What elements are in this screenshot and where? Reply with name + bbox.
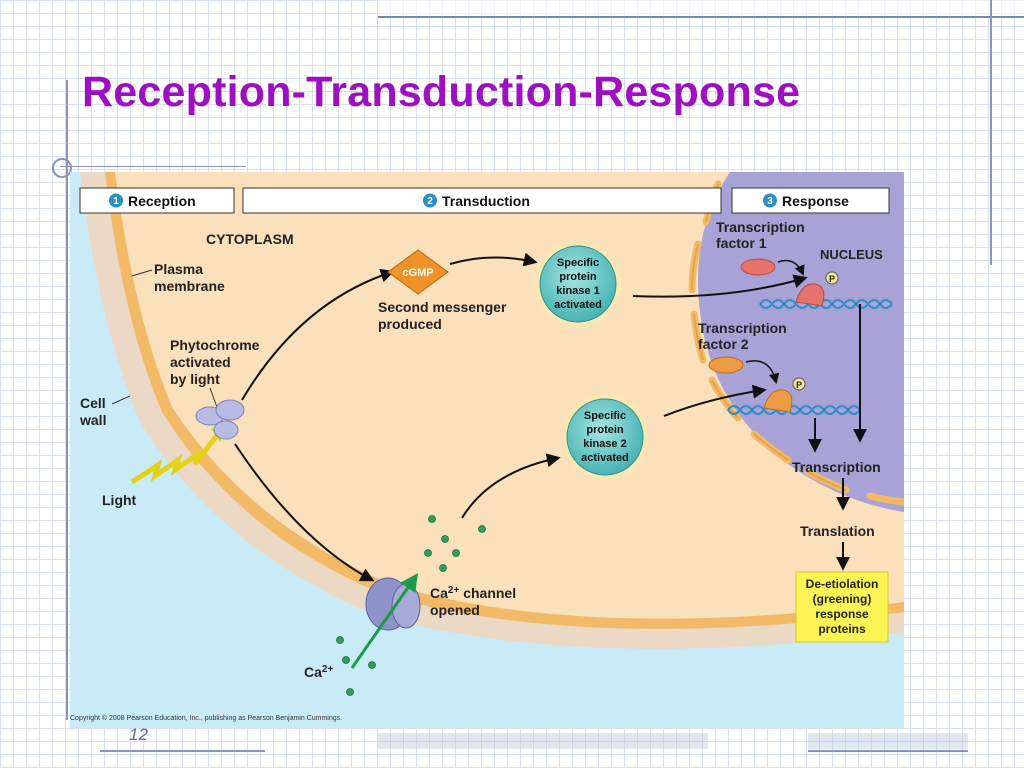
plasma-membrane-label-2: membrane bbox=[154, 278, 225, 294]
ca-channel bbox=[365, 577, 421, 631]
nucleus-label: NUCLEUS bbox=[820, 247, 883, 262]
cgmp-label: cGMP bbox=[402, 267, 433, 279]
response-proteins-label-2: (greening) bbox=[813, 592, 872, 606]
page-number: 12 bbox=[129, 725, 148, 744]
phytochrome-label-2: activated bbox=[170, 354, 231, 370]
plasma-membrane-label-1: Plasma bbox=[154, 261, 203, 277]
stage-response-number: 3 bbox=[767, 196, 773, 207]
kinase-2-label-1: Specific bbox=[584, 410, 626, 422]
kinase-1-label-3: kinase 1 bbox=[556, 285, 599, 297]
phytochrome-receptor bbox=[195, 399, 245, 440]
tf1-label-2: factor 1 bbox=[716, 235, 767, 251]
phosphate-1 bbox=[825, 271, 839, 285]
kinase-2-label-4: activated bbox=[581, 452, 629, 464]
response-proteins-label-3: response bbox=[815, 607, 869, 621]
phosphate-2 bbox=[792, 377, 806, 391]
second-messenger-label-1: Second messenger bbox=[378, 299, 507, 315]
stage-reception-label: Reception bbox=[128, 193, 196, 209]
response-proteins-label-1: De-etiolation bbox=[806, 577, 879, 591]
stage-response-label: Response bbox=[782, 193, 849, 209]
kinase-1-label-2: protein bbox=[559, 271, 597, 283]
calcium-ions bbox=[336, 515, 486, 696]
stage-reception-number: 1 bbox=[113, 196, 119, 207]
dna-helix-2 bbox=[727, 405, 861, 415]
tf2-label-2: factor 2 bbox=[698, 336, 749, 352]
title-underline bbox=[60, 166, 246, 167]
response-proteins-label-4: proteins bbox=[818, 622, 866, 636]
response-proteins-box: De-etiolation (greening) response protei… bbox=[795, 571, 889, 643]
kinase-1: Specific protein kinase 1 activated bbox=[532, 238, 624, 330]
phytochrome-label-1: Phytochrome bbox=[170, 337, 260, 353]
kinase-1-label-4: activated bbox=[554, 299, 602, 311]
slide-title: Reception-Transduction-Response bbox=[82, 68, 801, 116]
ca-ion-label: Ca2+ bbox=[304, 664, 333, 680]
bottom-right-line bbox=[808, 750, 968, 752]
cell-wall-label-1: Cell bbox=[80, 395, 106, 411]
ca-channel-label-1: Ca2+ channel bbox=[430, 585, 516, 601]
left-vertical-line bbox=[66, 80, 68, 720]
phosphate-2-label: P bbox=[796, 380, 802, 390]
stage-response: 3 Response bbox=[731, 187, 890, 214]
tf2-inactive bbox=[708, 356, 744, 374]
tf2-label-1: Transcription bbox=[698, 320, 787, 336]
dna-helix-1 bbox=[759, 299, 893, 309]
tf1-inactive bbox=[740, 258, 776, 276]
kinase-2-label-2: protein bbox=[586, 424, 624, 436]
translation-label: Translation bbox=[800, 523, 875, 539]
nucleus bbox=[698, 172, 904, 512]
stage-transduction: 2 Transduction bbox=[242, 187, 722, 214]
signal-pathway-figure: 1 Reception 2 Transduction 3 Response CY… bbox=[70, 172, 904, 728]
ca-channel-label-2: opened bbox=[430, 602, 480, 618]
tf1-bound bbox=[795, 283, 825, 307]
cytoplasm-label: CYTOPLASM bbox=[206, 231, 294, 247]
kinase-1-label-1: Specific bbox=[557, 257, 599, 269]
bottom-left-line bbox=[100, 750, 265, 752]
stage-transduction-number: 2 bbox=[427, 196, 433, 207]
right-vertical-line bbox=[990, 0, 992, 265]
light-ray bbox=[130, 432, 220, 485]
second-messenger-label-2: produced bbox=[378, 316, 442, 332]
title-circle-decoration bbox=[52, 158, 72, 178]
bottom-band bbox=[378, 733, 708, 749]
tf2-bound bbox=[763, 389, 793, 413]
top-right-band bbox=[378, 0, 1024, 18]
cgmp-molecule: cGMP bbox=[387, 249, 449, 295]
cell-wall-label-2: wall bbox=[79, 412, 106, 428]
phosphate-1-label: P bbox=[829, 274, 835, 284]
tf1-label-1: Transcription bbox=[716, 219, 805, 235]
copyright-notice: Copyright © 2008 Pearson Education, Inc.… bbox=[70, 715, 343, 722]
light-label: Light bbox=[102, 492, 137, 508]
phytochrome-label-3: by light bbox=[170, 371, 220, 387]
kinase-2: Specific protein kinase 2 activated bbox=[559, 391, 651, 483]
stage-transduction-label: Transduction bbox=[442, 193, 530, 209]
bottom-right-band bbox=[808, 733, 968, 749]
transcription-label: Transcription bbox=[792, 459, 881, 475]
kinase-2-label-3: kinase 2 bbox=[583, 438, 626, 450]
stage-reception: 1 Reception bbox=[79, 187, 235, 214]
